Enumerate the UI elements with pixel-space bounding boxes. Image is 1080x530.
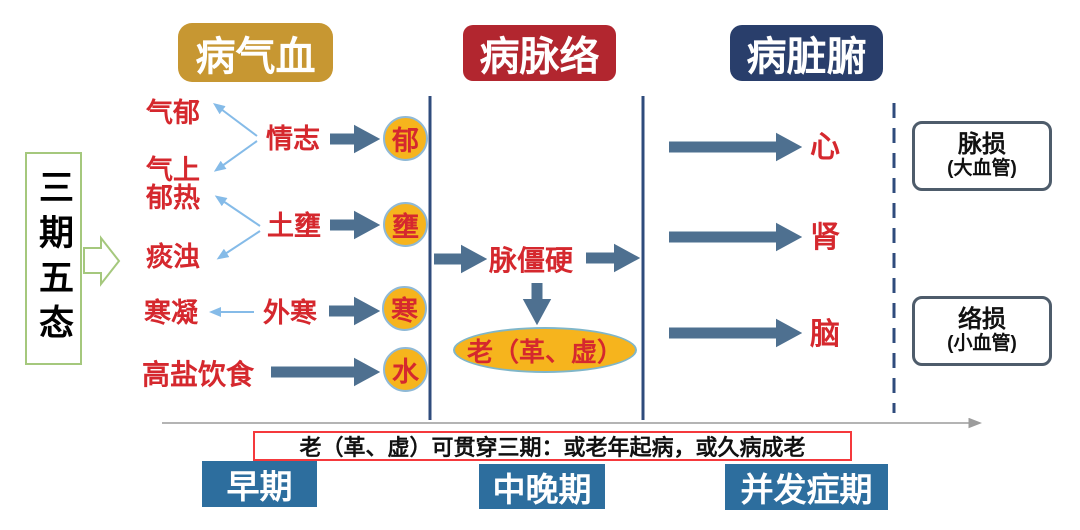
header-qixue: 病气血: [178, 23, 333, 82]
organ-kidney: 肾: [810, 221, 840, 254]
box-luo-sun-sub: (小血管): [947, 332, 1017, 354]
factor-gao-yan-yin-shi: 高盐饮食: [142, 359, 255, 390]
factor-qi-shang: 气上: [146, 155, 200, 185]
stage-complication: 并发症期: [725, 464, 888, 510]
organ-brain: 脑: [810, 318, 840, 351]
factor-qi-yu: 气郁: [146, 98, 200, 128]
header-zangfu: 病脏腑: [730, 25, 883, 81]
branch-arrow-tuyong-tanzhuo: [216, 230, 261, 260]
left-panel-box: 三期五态: [25, 152, 82, 365]
cause-wai-han: 外寒: [263, 298, 317, 328]
green-arrow-icon: [83, 235, 121, 287]
factor-han-ning: 寒凝: [144, 298, 198, 328]
header-mailuo: 病脉络: [463, 25, 616, 81]
factor-yu-re: 郁热: [146, 183, 200, 213]
box-mai-sun-title: 脉损: [958, 131, 1006, 159]
box-luo-sun-title: 络损: [958, 306, 1006, 334]
label-mai-jiang-ying: 脉僵硬: [489, 245, 574, 276]
stage-mid-late: 中晚期: [479, 464, 605, 509]
organ-heart: 心: [810, 131, 840, 164]
cause-tu-yong: 土壅: [267, 211, 321, 241]
box-luo-sun: 络损 (小血管): [912, 296, 1052, 366]
node-shui: 水: [383, 347, 428, 392]
box-mai-sun-sub: (大血管): [947, 157, 1017, 179]
stage-early: 早期: [202, 461, 317, 507]
node-yu: 郁: [383, 116, 428, 161]
branch-arrow-qingzhi-qishang: [213, 140, 258, 172]
node-han: 寒: [382, 286, 427, 331]
node-yong: 壅: [383, 202, 428, 247]
node-lao-ge-xu: 老（革、虚）: [453, 327, 637, 373]
timeline-annotation: 老（革、虚）可贯穿三期：或老年起病，或久病成老: [253, 431, 852, 461]
branch-arrow-qingzhi-qiyu: [213, 103, 258, 137]
box-mai-sun: 脉损 (大血管): [912, 121, 1052, 191]
branch-arrow-tuyong-yure: [214, 195, 261, 227]
left-panel-title: 三期五态: [34, 168, 73, 349]
cause-qing-zhi: 情志: [266, 124, 320, 154]
factor-tan-zhuo: 痰浊: [146, 242, 200, 272]
